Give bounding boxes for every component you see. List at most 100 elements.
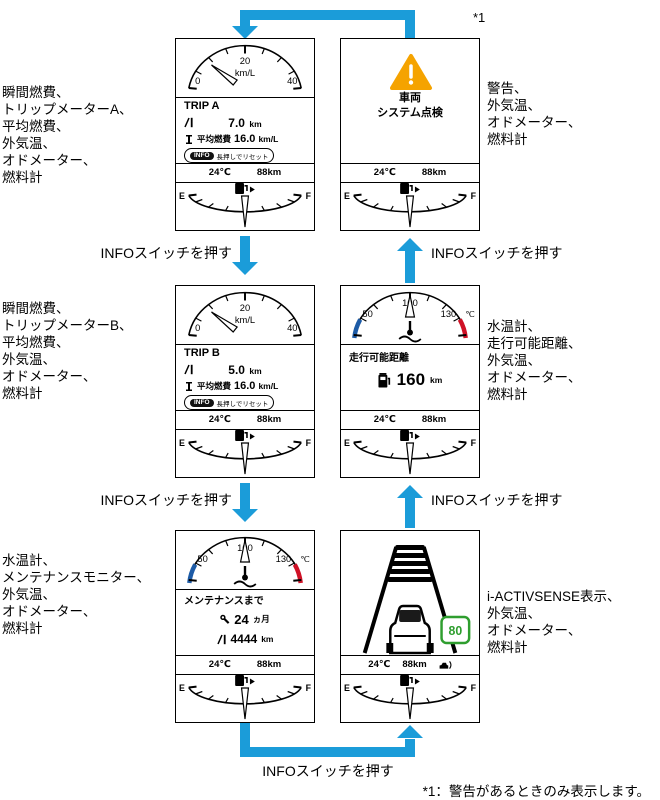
headway-bars-icon <box>387 545 433 582</box>
svg-text:40: 40 <box>287 322 297 333</box>
average-fuel-row: 平均燃費 16.0 km/L <box>176 131 314 147</box>
divider <box>341 674 479 675</box>
svg-text:130: 130 <box>441 308 457 319</box>
fuel-gauge: E F <box>179 183 312 228</box>
divider <box>176 410 314 411</box>
up-arrow-stem <box>405 251 415 283</box>
outside-temp: 24℃ <box>208 414 231 425</box>
caption-row2-left: 瞬間燃費、 トリップメーターB、 平均燃費、 外気温、 オドメーター、 燃料計 <box>2 301 133 401</box>
divider <box>341 429 479 430</box>
caption-row1-right: 警告、 外気温、 オドメーター、 燃料計 <box>487 81 582 147</box>
svg-text:50: 50 <box>197 553 207 564</box>
info-switch-instruction: INFOスイッチを押す <box>100 245 232 261</box>
divider <box>176 344 314 345</box>
water-temp-gauge: 50 100 130 ℃ <box>187 536 310 588</box>
divider <box>176 97 314 98</box>
bottom-arrow-right-stem <box>405 739 415 757</box>
wrench-icon <box>220 614 230 624</box>
maintenance-months-row: 24 ヵ月 <box>176 610 314 628</box>
odometer: 88km <box>421 414 447 425</box>
temp-odo-row: 24℃ 88km <box>176 411 314 428</box>
divider <box>176 655 314 656</box>
road-scene-graphic: 80 <box>362 545 471 655</box>
trip-meter-icon <box>216 634 226 644</box>
caption-row3-right: i-ACTIVSENSE表示、 外気温、 オドメーター、 燃料計 <box>487 589 621 655</box>
trip-unit: km <box>249 119 262 129</box>
display-trip-b: 0 20 40 km/L TRIP B 5.0 km 平均燃費 16.0 km/… <box>175 285 315 478</box>
car-icon <box>386 604 434 655</box>
maintenance-distance-value: 4444 <box>230 632 258 646</box>
divider <box>176 182 314 183</box>
svg-text:E: E <box>344 438 350 448</box>
svg-text:E: E <box>344 683 350 693</box>
fuel-pump-icon <box>400 430 420 441</box>
gauge-needle-icon <box>405 687 415 720</box>
gauge-needle-icon <box>404 294 416 318</box>
trip-meter-icon <box>184 117 193 128</box>
divider <box>341 410 479 411</box>
svg-text:km/L: km/L <box>235 67 255 78</box>
average-fuel-icon <box>186 381 192 391</box>
up-arrow-stem <box>405 498 415 528</box>
divider <box>176 674 314 675</box>
temp-odo-row: 24℃ 88km <box>176 164 314 181</box>
odometer: 88km <box>421 167 447 178</box>
top-arrow-left-stem <box>240 10 250 27</box>
svg-text:E: E <box>344 191 350 201</box>
gauge-needle-icon <box>239 539 251 563</box>
info-switch-instruction: INFOスイッチを押す <box>431 245 563 261</box>
svg-text:E: E <box>179 438 185 448</box>
warning-message: 車両 システム点検 <box>377 92 443 119</box>
gauge-needle-icon <box>240 687 250 720</box>
average-fuel-value: 16.0 <box>234 133 256 145</box>
outside-temp: 24℃ <box>368 659 391 670</box>
maintenance-distance-unit: km <box>261 634 274 644</box>
footnote: *1：警告があるときのみ表示します。 <box>422 784 650 799</box>
trip-title: TRIP A <box>184 100 220 112</box>
svg-text:F: F <box>306 191 312 201</box>
gauge-needle-icon <box>211 311 239 333</box>
trip-meter-icon <box>184 364 193 375</box>
average-fuel-unit: km/L <box>258 381 279 391</box>
outside-temp: 24℃ <box>208 167 231 178</box>
water-temp-icon <box>398 321 422 343</box>
temp-odo-row: 24℃ 88km <box>341 411 479 428</box>
asterisk-note-marker: *1 <box>473 10 486 25</box>
fuel-gauge: E F <box>179 675 312 720</box>
range-title: 走行可能距離 <box>349 353 409 364</box>
divider <box>176 163 314 164</box>
odometer: 88km <box>402 659 427 670</box>
down-arrow-head-icon <box>232 509 258 522</box>
display-warning: 車両 システム点検 24℃ 88km E F <box>340 38 480 231</box>
speed-limit-sign: 80 <box>440 615 471 645</box>
maintenance-title: メンテナンスまで <box>184 596 264 607</box>
maintenance-months-value: 24 <box>234 611 249 627</box>
svg-text:20: 20 <box>240 55 250 66</box>
fuel-economy-gauge: 0 20 40 km/L <box>188 44 302 90</box>
svg-text:℃: ℃ <box>300 554 309 564</box>
info-hint-text: 長押しでリセット <box>216 400 269 408</box>
average-fuel-label: 平均燃費 <box>197 134 232 144</box>
up-arrow-head-icon <box>397 485 423 498</box>
caption-row2-right: 水温計、 走行可能距離、 外気温、 オドメーター、 燃料計 <box>487 319 582 402</box>
top-arrow-head-icon <box>232 26 258 39</box>
trip-distance-row: 5.0 km <box>176 362 314 378</box>
bottom-arrow-left-stem <box>240 723 250 757</box>
display-trip-a: 0 20 40 km/L TRIP A 7.0 km 平均燃費 16.0 km/… <box>175 38 315 231</box>
info-key-badge: INFO <box>190 151 214 160</box>
average-fuel-label: 平均燃費 <box>197 381 232 391</box>
svg-text:40: 40 <box>287 75 297 86</box>
outside-temp: 24℃ <box>373 414 396 425</box>
average-fuel-value: 16.0 <box>234 380 256 392</box>
svg-text:20: 20 <box>240 302 250 313</box>
svg-text:130: 130 <box>276 553 292 564</box>
odometer: 88km <box>256 167 282 178</box>
fuel-pump-icon <box>400 183 420 194</box>
maintenance-distance-row: 4444 km <box>176 631 314 647</box>
gauge-needle-icon <box>240 195 250 228</box>
range-unit: km <box>430 375 443 385</box>
info-reset-hint: INFO 長押しでリセット <box>184 148 275 163</box>
odometer: 88km <box>256 659 282 670</box>
divider <box>176 589 314 590</box>
